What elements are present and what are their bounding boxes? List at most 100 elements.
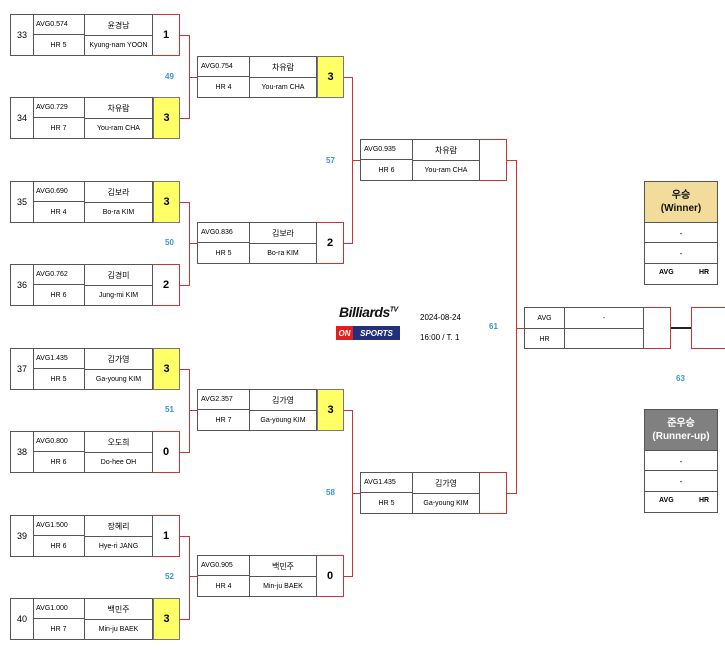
player-hr: HR 7	[198, 410, 250, 430]
connector-line	[189, 202, 190, 286]
player-name-korean: 차유람	[85, 98, 152, 119]
player-hr: HR 7	[33, 118, 85, 138]
player-name-korean: 김보라	[85, 182, 152, 203]
match-number: 63	[676, 374, 685, 383]
connector-line	[189, 369, 190, 453]
seed-number: 40	[11, 599, 34, 639]
match-number: 58	[326, 488, 335, 497]
match-number: 57	[326, 156, 335, 165]
player-score: 3	[153, 598, 180, 640]
player-name-korean: 오도희	[85, 432, 152, 453]
seed-number: 36	[11, 265, 34, 305]
player-name-english: Jung-mi KIM	[98, 291, 139, 299]
seed-number: 39	[11, 516, 34, 556]
player-avg: AVG1.000	[33, 599, 85, 619]
logo-tv: TV	[389, 306, 398, 314]
player-name-english: Hye-ri JANG	[98, 542, 139, 550]
winner-footer: AVG HR	[645, 263, 717, 284]
player-name-korean: 김경미	[85, 265, 152, 286]
match-number: 52	[165, 572, 174, 581]
winner-header: 우승 (Winner)	[645, 182, 717, 222]
connector-line	[189, 77, 197, 78]
player-name-english: Min-ju BAEK	[98, 625, 139, 633]
player-hr: HR 4	[198, 576, 250, 596]
player-score: 3	[153, 97, 180, 139]
player-hr: HR 4	[198, 77, 250, 97]
connector-line	[180, 202, 189, 203]
runnerup-row-1: -	[645, 450, 717, 471]
final-hr-label: HR	[525, 329, 565, 349]
player-name-english: Ga-young KIM	[260, 416, 306, 424]
final-avg-label: AVG	[525, 308, 565, 329]
runnerup-title-kr: 준우승	[667, 418, 695, 429]
player-avg: AVG1.500	[33, 516, 85, 536]
player-hr: HR 7	[33, 619, 85, 639]
connector-line	[180, 619, 189, 620]
player-score: 0	[153, 431, 180, 473]
player-hr: HR 6	[361, 160, 413, 180]
player-score: 2	[317, 222, 344, 264]
match-number: 50	[165, 238, 174, 247]
connector-line	[507, 493, 516, 494]
player-name-english: Min-ju BAEK	[263, 582, 303, 590]
player-avg: AVG0.574	[33, 15, 85, 35]
connector-line	[180, 118, 189, 119]
player-score: 3	[153, 181, 180, 223]
player-hr: HR 5	[33, 369, 85, 389]
player-name-korean: 김보라	[250, 223, 316, 244]
player-avg: AVG2.357	[198, 390, 250, 410]
player-hr: HR 5	[33, 35, 85, 55]
player-name-korean: 윤경남	[85, 15, 152, 36]
player-avg: AVG1.435	[33, 349, 85, 369]
seed-number: 38	[11, 432, 34, 472]
connector-line	[189, 410, 197, 411]
match-number: 61	[489, 322, 498, 331]
winner-row-2: -	[645, 242, 717, 263]
connector-line	[344, 576, 352, 577]
runnerup-title-en: (Runner-up)	[652, 431, 710, 442]
winner-row-1: -	[645, 222, 717, 243]
connector-line	[352, 160, 360, 161]
billiards-tv-logo: BilliardsTV ON SPORTS	[336, 303, 406, 343]
runnerup-hr-label: HR	[699, 497, 710, 504]
final-avg-value: -	[565, 308, 643, 329]
winner-box: 우승 (Winner) - - AVG HR	[644, 181, 718, 285]
player-score: 3	[317, 389, 344, 431]
player-name-korean: 차유람	[250, 57, 316, 78]
player-name-korean: 김가영	[413, 473, 479, 494]
logo-sports: SPORTS	[353, 326, 400, 340]
runnerup-row-2: -	[645, 470, 717, 491]
player-name-english: You-ram CHA	[261, 83, 305, 91]
player-name-english: Kyung-nam YOON	[89, 41, 148, 49]
player-avg: AVG0.762	[33, 265, 85, 285]
player-name-english: You-ram CHA	[97, 124, 140, 132]
connector-line	[189, 536, 190, 620]
winner-title-en: (Winner)	[660, 203, 702, 214]
player-hr: HR 4	[33, 202, 85, 222]
connector-line	[180, 35, 189, 36]
winner-avg-label: AVG	[659, 269, 674, 276]
player-name-english: Bo-ra KIM	[102, 208, 135, 216]
player-name-english: Bo-ra KIM	[267, 249, 299, 257]
final-connector	[671, 327, 691, 329]
player-hr: HR 5	[361, 493, 413, 513]
player-score: 1	[153, 515, 180, 557]
player-hr: HR 6	[33, 285, 85, 305]
player-avg: AVG0.690	[33, 182, 85, 202]
connector-line	[180, 285, 189, 286]
player-score: 0	[317, 555, 344, 597]
connector-line	[189, 243, 197, 244]
final-score-right	[691, 307, 725, 349]
winner-hr-label: HR	[699, 269, 710, 276]
player-name-korean: 차유람	[413, 140, 479, 161]
logo-on: ON	[336, 326, 353, 340]
